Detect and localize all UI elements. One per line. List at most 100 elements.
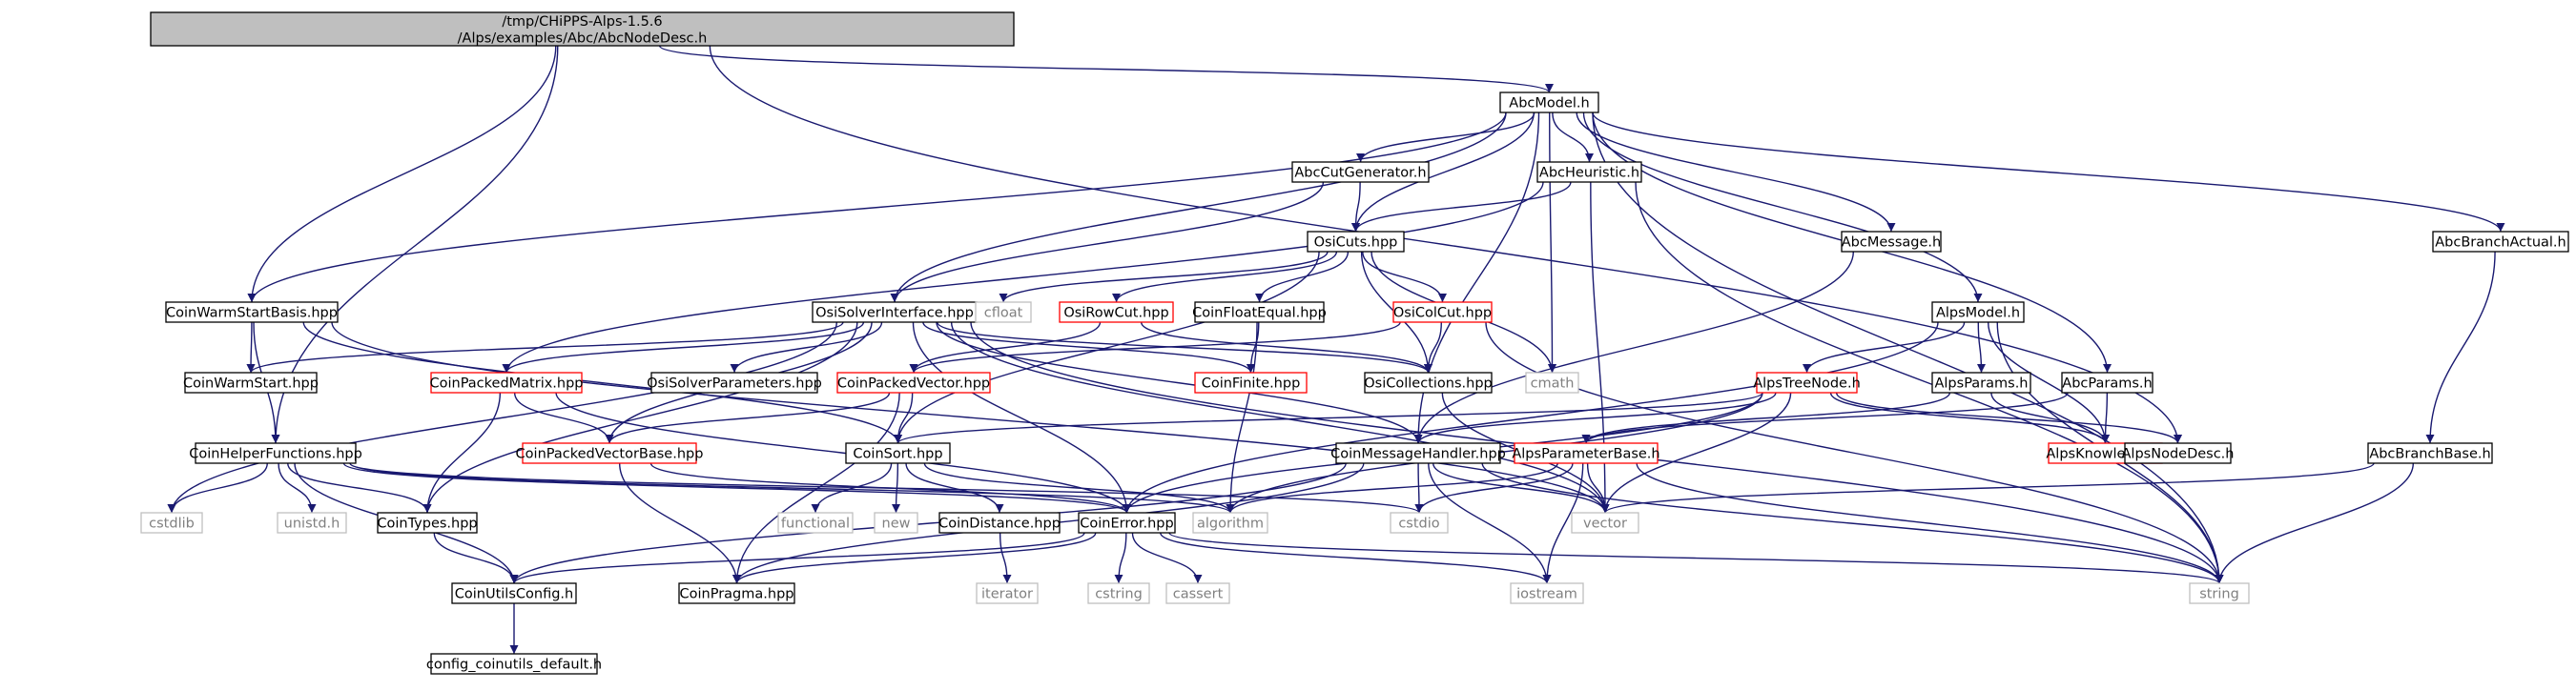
node-osirowcut[interactable]: OsiRowCut.hpp xyxy=(1059,301,1174,323)
node-abcmodel[interactable]: AbcModel.h xyxy=(1499,91,1599,113)
node-box xyxy=(1192,512,1268,534)
node-cmath: cmath xyxy=(1525,372,1579,394)
edge-osisi-to-vector xyxy=(950,321,1610,514)
node-box xyxy=(1078,512,1176,534)
node-box xyxy=(1756,372,1858,394)
node-cfinite[interactable]: CoinFinite.hpp xyxy=(1194,372,1308,394)
edge-root-to-alpsnd xyxy=(709,45,2182,444)
node-box xyxy=(1059,301,1174,323)
node-osicoll[interactable]: OsiCollections.hpp xyxy=(1364,372,1493,394)
node-box xyxy=(1499,91,1599,113)
edge-cwsb-to-csort xyxy=(302,321,902,444)
node-alpsparams[interactable]: AlpsParams.h xyxy=(1931,372,2031,394)
node-box xyxy=(165,301,339,323)
node-ctypes[interactable]: CoinTypes.hpp xyxy=(377,512,478,534)
node-cwsb[interactable]: CoinWarmStartBasis.hpp xyxy=(165,301,339,323)
node-osisi[interactable]: OsiSolverInterface.hpp xyxy=(812,301,978,323)
node-label: AbcMessage.h xyxy=(1842,235,1941,251)
edge-cpv-to-cpragma xyxy=(732,392,900,584)
edge-osisi-to-cws xyxy=(246,321,844,374)
node-box xyxy=(140,512,203,534)
node-box xyxy=(1307,231,1405,253)
node-box xyxy=(277,512,347,534)
node-apb[interactable]: AlpsParameterBase.h xyxy=(1512,442,1660,464)
edge-csort-to-new xyxy=(892,462,901,514)
edge-osicuts-to-cfe xyxy=(1255,251,1350,303)
node-box xyxy=(1194,372,1308,394)
node-label: OsiSolverInterface.hpp xyxy=(815,306,974,321)
node-osicuts[interactable]: OsiCuts.hpp xyxy=(1307,231,1405,253)
edge-osirowcut-to-osicoll xyxy=(1140,321,1432,374)
node-cassert: cassert xyxy=(1165,582,1230,604)
edge-alpsparams-to-alpsknow xyxy=(1990,392,2110,444)
node-csort[interactable]: CoinSort.hpp xyxy=(845,442,951,464)
edge-cerror-to-string xyxy=(1168,532,2224,584)
node-cerror[interactable]: CoinError.hpp xyxy=(1078,512,1176,534)
edge-alpstn-to-cmh xyxy=(1413,392,1777,444)
node-box xyxy=(2061,372,2154,394)
edge-abccutgen-to-osisi xyxy=(890,181,1325,303)
node-label: AbcHeuristic.h xyxy=(1539,166,1639,181)
node-box xyxy=(1291,161,1430,183)
edge-cdist-to-iterator xyxy=(999,532,1012,584)
node-cpv[interactable]: CoinPackedVector.hpp xyxy=(836,372,991,394)
edge-abcmodel-to-osicuts xyxy=(1351,112,1535,233)
node-root[interactable]: /tmp/CHiPPS-Alps-1.5.6/Alps/examples/Abc… xyxy=(150,11,1015,47)
node-ccud[interactable]: config_coinutils_default.h xyxy=(426,653,602,675)
node-label: cmath xyxy=(1531,376,1575,392)
edge-abcmodel-to-osisi xyxy=(890,112,1507,303)
node-label: CoinWarmStart.hpp xyxy=(183,376,319,392)
node-alpsnd[interactable]: AlpsNodeDesc.h xyxy=(2122,442,2235,464)
node-label: CoinPackedVector.hpp xyxy=(837,376,990,392)
node-box xyxy=(1510,582,1584,604)
edge-apb-to-iostream xyxy=(1542,462,1584,584)
edge-osisi-to-osicoll xyxy=(937,321,1432,374)
node-osicolcut[interactable]: OsiColCut.hpp xyxy=(1392,301,1493,323)
edge-csort-to-cdist xyxy=(905,462,1004,514)
node-label: new xyxy=(882,517,911,532)
edge-abcmodel-to-abcbract xyxy=(1592,112,2505,233)
node-abcmsg[interactable]: AbcMessage.h xyxy=(1841,231,1942,253)
node-abcheur[interactable]: AbcHeuristic.h xyxy=(1536,161,1642,183)
node-box xyxy=(430,653,598,675)
node-abcbrb[interactable]: AbcBranchBase.h xyxy=(2367,442,2493,464)
node-label: CoinMessageHandler.hpp xyxy=(1330,447,1506,462)
node-cuc[interactable]: CoinUtilsConfig.h xyxy=(451,582,577,604)
edge-abcheur-to-string xyxy=(1635,181,2224,584)
node-abcbract[interactable]: AbcBranchActual.h xyxy=(2432,231,2569,253)
node-cpragma[interactable]: CoinPragma.hpp xyxy=(678,582,795,604)
node-cpm[interactable]: CoinPackedMatrix.hpp xyxy=(429,372,584,394)
node-cpvb[interactable]: CoinPackedVectorBase.hpp xyxy=(516,442,704,464)
node-box xyxy=(522,442,697,464)
node-osisp[interactable]: OsiSolverParameters.hpp xyxy=(647,372,822,394)
edge-ctypes-to-cuc xyxy=(433,532,519,584)
edge-csort-to-algorithm xyxy=(923,462,1235,514)
node-box xyxy=(938,512,1061,534)
node-box xyxy=(150,11,1015,47)
node-cfe[interactable]: CoinFloatEqual.hpp xyxy=(1192,301,1327,323)
node-alpstn[interactable]: AlpsTreeNode.h xyxy=(1753,372,1861,394)
edge-osicuts-to-cfloat xyxy=(999,251,1329,303)
node-alpsmodel[interactable]: AlpsModel.h xyxy=(1931,301,2025,323)
edge-abcmodel-to-alpsmodel xyxy=(1582,112,1983,303)
edge-cpm-to-ctypes xyxy=(422,392,502,514)
edge-abccutgen-to-osicuts xyxy=(1351,181,1361,233)
edge-alpsmodel-to-alpstn xyxy=(1803,321,1966,374)
node-cdist[interactable]: CoinDistance.hpp xyxy=(938,512,1061,534)
edge-chf-to-cerror xyxy=(342,462,1131,514)
node-abcparams[interactable]: AbcParams.h xyxy=(2061,372,2154,394)
node-box xyxy=(976,582,1039,604)
edge-osicolcut-to-osicoll xyxy=(1424,321,1442,374)
node-box xyxy=(1194,301,1325,323)
node-chf[interactable]: CoinHelperFunctions.hpp xyxy=(189,442,362,464)
node-label: CoinDistance.hpp xyxy=(938,517,1061,532)
edge-abcheur-to-cpm xyxy=(502,181,1544,374)
node-cmh[interactable]: CoinMessageHandler.hpp xyxy=(1330,442,1506,464)
edge-cerror-to-cpragma xyxy=(732,532,1097,584)
node-label: /tmp/CHiPPS-Alps-1.5.6 xyxy=(502,14,662,30)
node-cws[interactable]: CoinWarmStart.hpp xyxy=(183,372,319,394)
edge-osicuts-to-csort xyxy=(894,251,1320,444)
node-abccutgen[interactable]: AbcCutGenerator.h xyxy=(1291,161,1430,183)
edge-cmh-to-vector xyxy=(1432,462,1610,514)
